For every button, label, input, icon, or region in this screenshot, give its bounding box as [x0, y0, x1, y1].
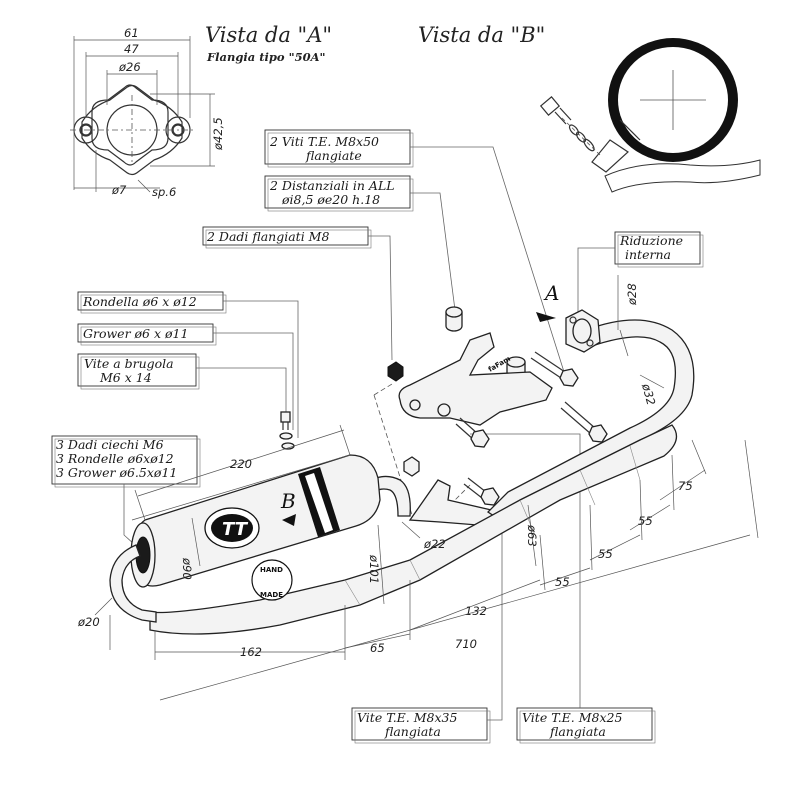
dim-22: ø22: [423, 537, 446, 551]
callout-viti-m8x50: 2 Viti T.E. M8x50 flangiate: [264, 129, 566, 376]
bolt-m8x25: [463, 477, 500, 506]
callout-distanziali-line2: øi8,5 øe20 h.18: [281, 192, 380, 207]
dim-7: ø7: [111, 183, 127, 197]
callout-dadi-ciechi-line3: 3 Grower ø6.5xø11: [56, 465, 177, 480]
dim-47: 47: [124, 42, 139, 56]
dim-32: ø32: [639, 381, 658, 407]
small-screw-stack: [279, 411, 295, 450]
callout-viti-m8x50-line2: flangiate: [305, 148, 362, 163]
tt-logo-text: TT: [222, 519, 249, 540]
dim-710: 710: [455, 637, 477, 651]
view-b-title: Vista da "B": [418, 23, 545, 47]
callout-vite-brugola-line1: Vite a brugola: [84, 356, 174, 371]
callout-riduzione: Riduzione interna: [577, 231, 704, 312]
callout-rondella-text: Rondella ø6 x ø12: [82, 294, 197, 309]
callout-dadi-flangiati: 2 Dadi flangiati M8: [202, 226, 393, 361]
expansion-chamber: [149, 424, 678, 635]
dim-162: 162: [240, 645, 262, 659]
tail-pipe: [109, 544, 157, 623]
callout-riduzione-line2: interna: [625, 247, 671, 262]
dim-20: ø20: [77, 615, 100, 629]
callout-viti-m8x50-line1: 2 Viti T.E. M8x50: [269, 134, 379, 149]
callout-rondella: Rondella ø6 x ø12: [77, 291, 299, 438]
dim-65: 65: [370, 641, 385, 655]
callout-dadi-ciechi-line1: 3 Dadi ciechi M6: [56, 437, 164, 452]
hand-made-logo-bottom: MADE: [260, 591, 283, 599]
callout-vite-m8x25-line2: flangiata: [549, 724, 606, 739]
dim-75: 75: [678, 479, 693, 493]
flange-type: Flangia tipo "50A": [206, 50, 326, 64]
callout-vite-m8x35-line2: flangiata: [384, 724, 441, 739]
callout-distanziali: 2 Distanziali in ALL øi8,5 øe20 h.18: [264, 175, 456, 311]
view-b-marker: B: [280, 489, 296, 513]
bolt-m8x35: [455, 417, 490, 448]
dim-132: 132: [465, 604, 487, 618]
dim-55-c: 55: [638, 514, 653, 528]
callout-vite-m8x35-line1: Vite T.E. M8x35: [357, 710, 457, 725]
callout-dadi-ciechi: 3 Dadi ciechi M6 3 Rondelle ø6xø12 3 Gro…: [51, 435, 201, 546]
callout-riduzione-line1: Riduzione: [619, 233, 683, 248]
callout-grower: Grower ø6 x ø11: [77, 323, 294, 430]
bolt-m8x50-lower: [560, 401, 608, 443]
callout-dadi-ciechi-line2: 3 Rondelle ø6xø12: [56, 451, 174, 466]
dim-55-b: 55: [598, 547, 613, 561]
callout-vite-brugola-line2: M6 x 14: [99, 370, 152, 385]
dim-90: ø90: [180, 557, 194, 580]
bolt-m8x50-upper: [530, 351, 579, 387]
tt-logo: TT: [204, 507, 260, 549]
callout-vite-m8x25: Vite T.E. M8x25 flangiata: [470, 433, 656, 744]
dim-sp6: sp.6: [152, 185, 176, 199]
dim-63: ø63: [525, 524, 539, 547]
view-a-marker: A: [543, 281, 559, 305]
dim-61: 61: [124, 26, 139, 40]
dim-55-a: 55: [555, 575, 570, 589]
callout-vite-m8x25-line1: Vite T.E. M8x25: [522, 710, 622, 725]
callout-distanziali-line1: 2 Distanziali in ALL: [269, 178, 395, 193]
dim-220: 220: [230, 457, 252, 471]
flange-detail: 61 47 ø26 ø42,5 ø7 sp.6: [70, 26, 225, 199]
dim-42-5: ø42,5: [211, 117, 225, 151]
dim-101: ø101: [367, 554, 381, 584]
callout-vite-brugola: Vite a brugola M6 x 14: [77, 353, 287, 415]
view-a-title: Vista da "A": [205, 23, 332, 47]
dim-26: ø26: [118, 60, 141, 74]
hand-made-logo-top: HAND: [260, 566, 283, 574]
hand-made-logo: HAND MADE: [251, 559, 293, 601]
callout-dadi-flangiati-text: 2 Dadi flangiati M8: [206, 229, 329, 244]
callout-grower-text: Grower ø6 x ø11: [83, 326, 188, 341]
dimension-lines: 220 ø90 ø101 ø22 ø63 ø28 ø32 ø20 162 65: [77, 275, 759, 701]
view-b-detail: [539, 38, 761, 193]
dim-28: ø28: [625, 283, 639, 306]
silencer: B TT HAND MADE: [130, 454, 411, 601]
mounting-bracket: faFam: [373, 306, 608, 527]
spacer-upper: [445, 306, 463, 332]
callout-vite-m8x35: Vite T.E. M8x35 flangiata: [351, 499, 503, 744]
